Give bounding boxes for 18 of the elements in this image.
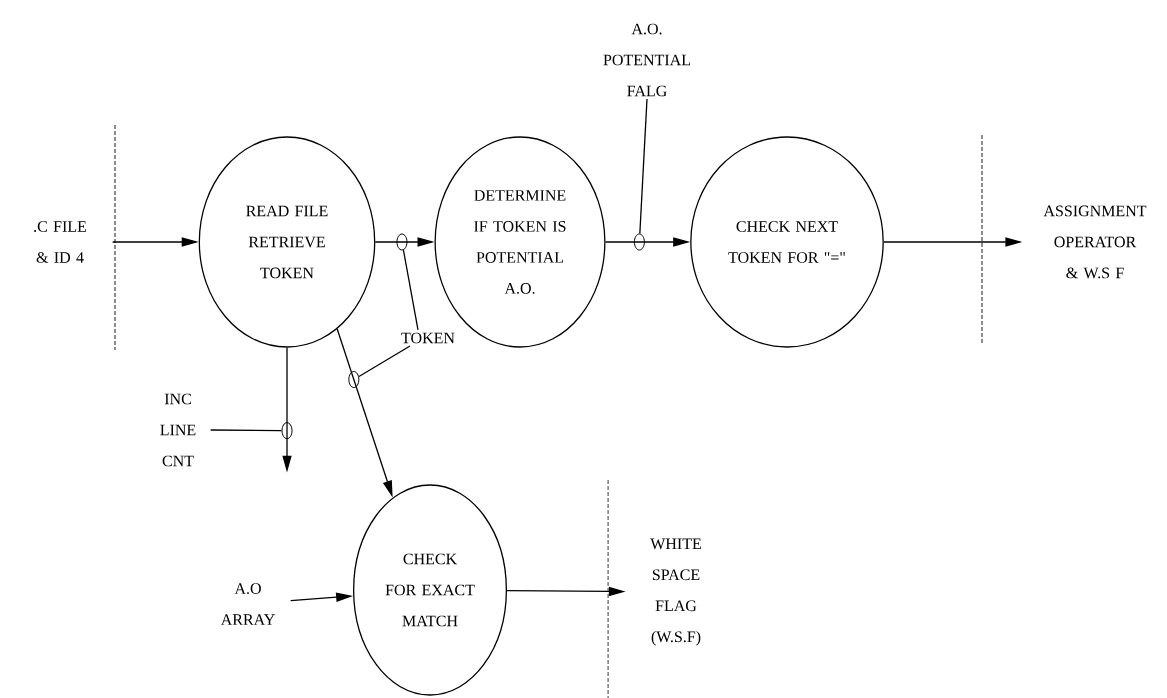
leader-line bbox=[639, 98, 648, 235]
process-bubble: CHECK FOR EXACT MATCH bbox=[353, 484, 507, 696]
flow-marker bbox=[633, 233, 645, 251]
process-bubble: CHECK NEXT TOKEN FOR "=" bbox=[690, 136, 884, 348]
flow-marker bbox=[348, 371, 360, 389]
leader-line bbox=[358, 345, 411, 378]
flow-marker bbox=[396, 233, 408, 251]
flow-marker bbox=[281, 422, 293, 440]
process-bubble: READ FILE RETRIEVE TOKEN bbox=[198, 136, 376, 348]
leader-line bbox=[402, 249, 419, 331]
flow-label: INC LINE CNT bbox=[160, 393, 196, 467]
flow-label: TOKEN bbox=[401, 332, 455, 344]
flow-label: .C FILE & ID 4 bbox=[34, 221, 87, 263]
flow-label: WHITE SPACE FLAG (W.S.F) bbox=[650, 538, 701, 646]
flow-label: A.O. POTENTIAL FALG bbox=[603, 23, 691, 97]
flow-label: ASSIGNMENT OPERATOR & W.S F bbox=[1043, 205, 1147, 279]
leader-line bbox=[210, 429, 283, 432]
flow-label: A.O ARRAY bbox=[220, 583, 275, 625]
